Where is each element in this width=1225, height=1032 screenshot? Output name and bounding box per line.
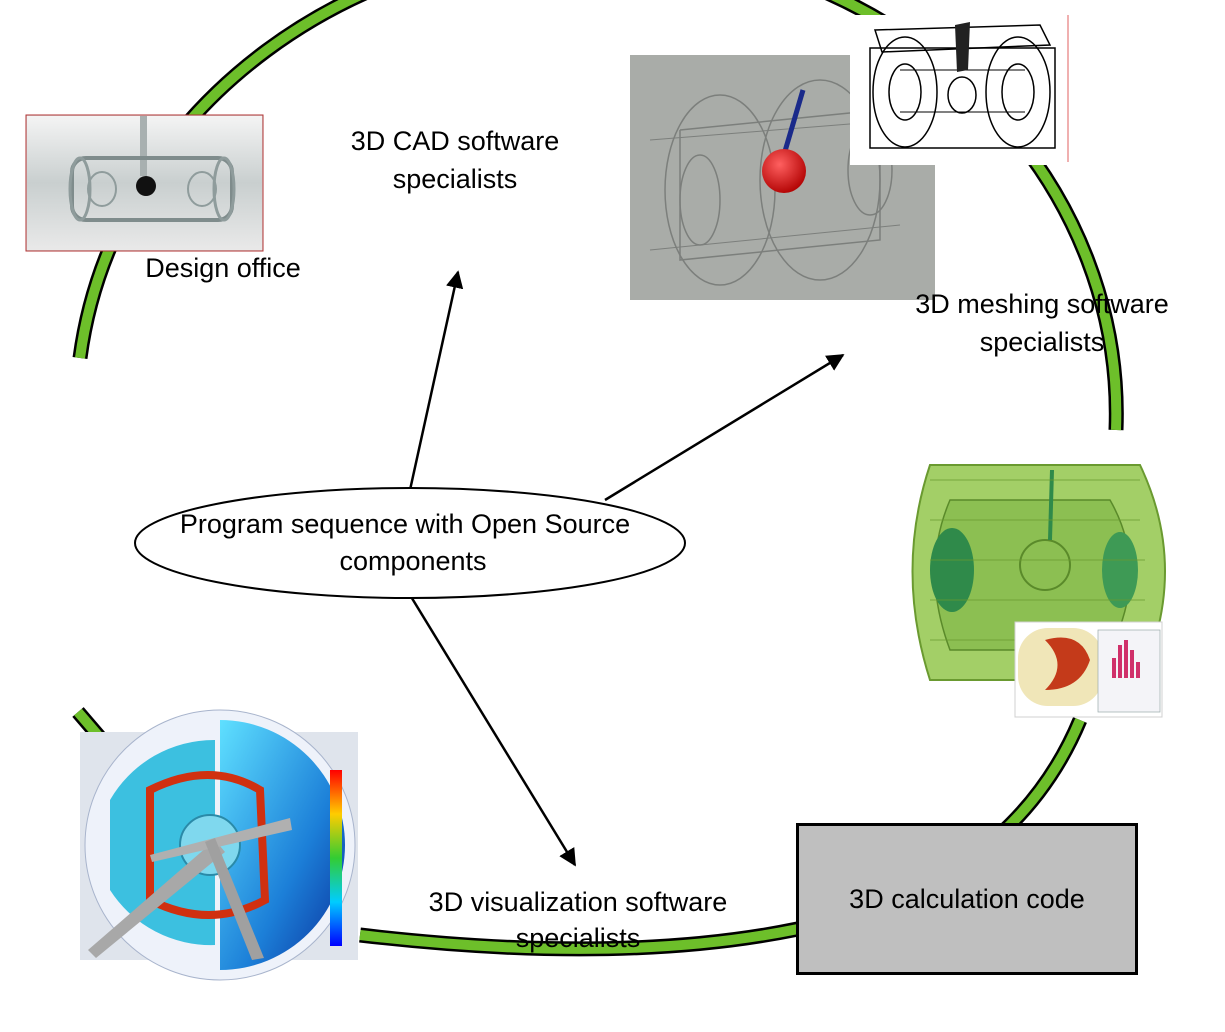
visualization-label-line2: specialists <box>516 923 641 953</box>
center-label-line2: components <box>339 546 486 576</box>
visualization-image <box>80 709 358 981</box>
calculation-code-label: 3D calculation code <box>849 883 1085 914</box>
center-label-line1: Program sequence with Open Source <box>180 509 630 539</box>
calculation-result-inset <box>1014 621 1163 718</box>
arrow-to-meshing <box>604 353 845 502</box>
meshing-label-line1: 3D meshing software <box>915 289 1169 319</box>
arrow-to-cad <box>408 270 464 491</box>
design-office-image <box>25 114 264 252</box>
meshing-label-line2: specialists <box>980 327 1105 357</box>
design-office-label: Design office <box>145 253 301 283</box>
center-ellipse <box>134 487 686 599</box>
calculation-code-box: 3D calculation code <box>796 823 1138 975</box>
visualization-label-line1: 3D visualization software <box>429 887 728 917</box>
flow-arrows <box>408 270 845 867</box>
cad-label-line2: specialists <box>393 164 518 194</box>
arrow-to-visualization <box>408 594 577 867</box>
mesh-wireframe-image <box>850 15 1069 165</box>
cad-label-line1: 3D CAD software <box>351 126 560 156</box>
